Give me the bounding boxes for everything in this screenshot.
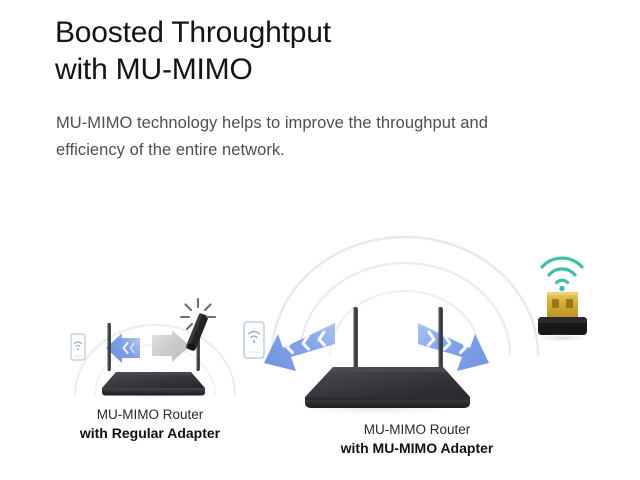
caption-left-line2: with Regular Adapter (79, 425, 221, 441)
sparkle-burst-icon (179, 297, 217, 331)
regular-usb-adapter (185, 313, 208, 351)
left-router (94, 323, 220, 400)
right-arrow-left (264, 323, 335, 371)
right-arrow-right (418, 323, 489, 371)
page-title: Boosted Throughtput with MU-MIMO (55, 16, 331, 86)
left-blue-arrow (106, 333, 140, 363)
left-grey-arrow (152, 330, 190, 362)
caption-left-line1: MU-MIMO Router (96, 407, 204, 422)
mu-mimo-usb-adapter (534, 292, 590, 342)
mu-mimo-illustration (0, 195, 640, 480)
wifi-icon-dot (559, 285, 565, 292)
caption-right-line2: with MU-MIMO Adapter (340, 440, 494, 456)
wifi-icon (540, 256, 584, 285)
right-scene (264, 235, 590, 416)
left-scene (70, 297, 237, 400)
left-smartphone (70, 333, 86, 361)
page-subtitle: MU-MIMO technology helps to improve the … (56, 114, 488, 159)
center-smartphone (243, 321, 265, 359)
caption-right-scene: MU-MIMO Router with MU-MIMO Adapter (307, 421, 527, 458)
right-signal-arcs (270, 235, 540, 356)
caption-right-line1: MU-MIMO Router (363, 422, 471, 437)
right-router (289, 307, 470, 416)
caption-left-scene: MU-MIMO Router with Regular Adapter (45, 406, 255, 443)
